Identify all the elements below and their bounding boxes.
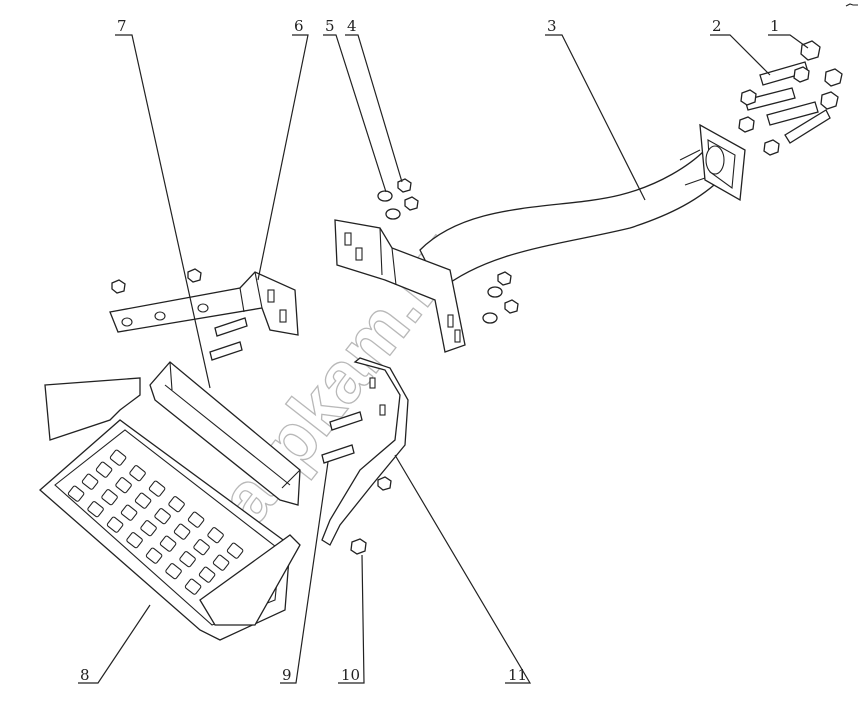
callout-label-8: 8 — [80, 666, 90, 684]
grate-opening — [148, 480, 166, 497]
part-11-side-bracket — [321, 357, 409, 546]
grate-openings — [67, 449, 244, 595]
part-4-5-nuts-washers — [377, 178, 519, 324]
grate-opening — [67, 485, 85, 502]
callout-label-11: 11 — [508, 666, 527, 684]
grate-opening — [109, 449, 127, 466]
part-9-10-bolts-nuts — [321, 411, 392, 555]
grate-opening — [129, 465, 146, 482]
grate-opening — [95, 461, 113, 478]
grate-opening — [81, 473, 99, 490]
grate-opening — [173, 523, 191, 540]
grate-opening — [140, 520, 157, 537]
part-7-channel — [149, 361, 301, 506]
grate-opening — [165, 563, 182, 580]
grate-opening — [106, 516, 124, 533]
corner-mark — [845, 3, 858, 7]
callout-label-5: 5 — [325, 17, 335, 35]
grate-opening — [168, 496, 185, 513]
grate-opening — [115, 477, 132, 494]
callout-label-6: 6 — [294, 17, 304, 35]
grate-opening — [154, 508, 171, 525]
callout-label-7: 7 — [117, 17, 127, 35]
part-1-2-flange-fasteners — [738, 40, 843, 156]
grate-opening — [193, 539, 210, 556]
grate-opening — [101, 489, 118, 506]
grate-opening — [179, 551, 196, 568]
grate-opening — [87, 501, 104, 518]
grate-opening — [184, 578, 202, 595]
grate-opening — [126, 532, 143, 549]
callout-label-3: 3 — [547, 17, 557, 35]
callouts: 1 2 3 4 5 6 7 8 9 10 11 — [78, 17, 809, 684]
grate-opening — [145, 547, 163, 564]
part-3-exhaust-pipe — [334, 123, 746, 353]
grate-opening — [207, 527, 224, 544]
part-6-bracket — [109, 268, 299, 361]
grate-opening — [187, 511, 205, 528]
grate-opening — [159, 535, 177, 552]
grate-opening — [212, 554, 230, 571]
callout-label-2: 2 — [712, 17, 722, 35]
part-8-step-grate — [39, 377, 301, 641]
grate-opening — [120, 504, 138, 521]
callout-label-4: 4 — [347, 17, 357, 35]
callout-label-1: 1 — [770, 17, 780, 35]
callout-label-10: 10 — [341, 666, 360, 684]
grate-opening — [134, 492, 152, 509]
grate-opening — [198, 566, 216, 583]
grate-opening — [226, 542, 244, 559]
callout-label-9: 9 — [282, 666, 292, 684]
